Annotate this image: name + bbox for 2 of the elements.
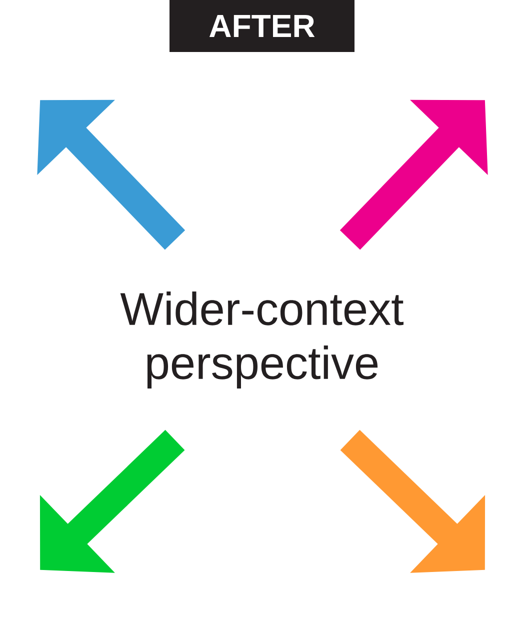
heading-banner: AFTER [170, 0, 354, 52]
center-text: Wider-context perspective [120, 292, 404, 388]
